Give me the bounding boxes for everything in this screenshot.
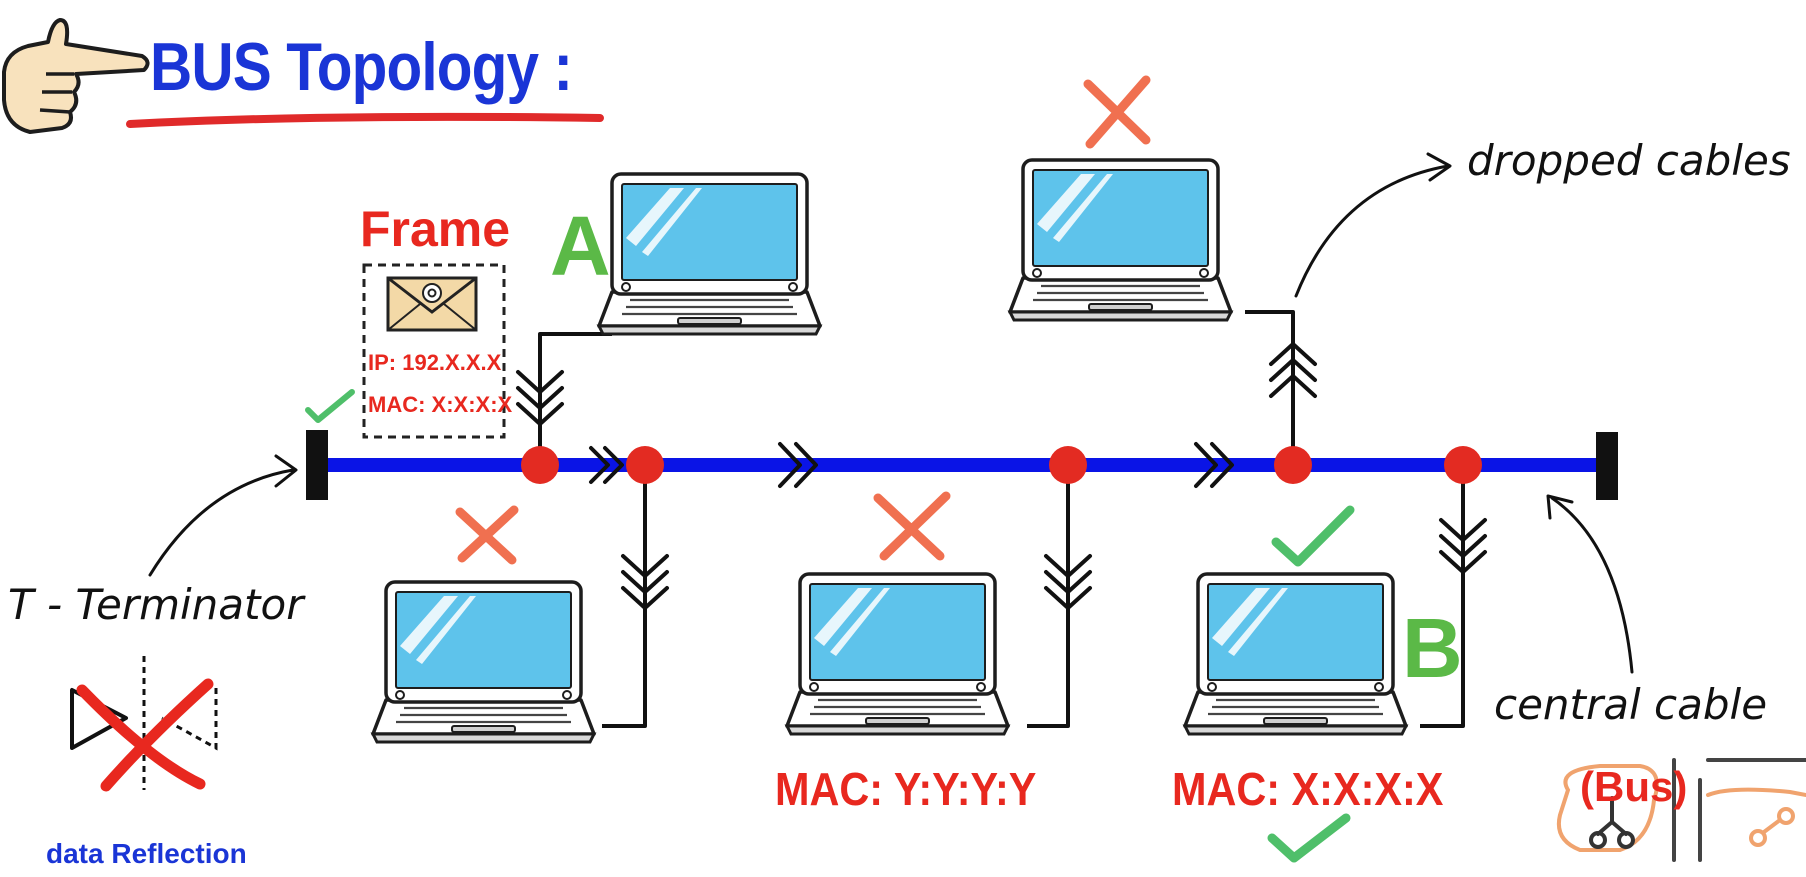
laptop-icon — [1183, 572, 1408, 736]
drop-cable-top-right — [1245, 310, 1295, 465]
cross-mark-icon — [455, 505, 519, 565]
diagram-title: BUS Topology : — [150, 29, 573, 105]
envelope-icon — [386, 276, 478, 332]
check-mark-icon — [1267, 813, 1351, 863]
check-mark-icon — [305, 389, 355, 423]
junction-node — [1444, 446, 1482, 484]
network-logo-icon — [1557, 758, 1806, 862]
central-cable-arrow — [1546, 494, 1634, 674]
direction-chevrons — [516, 342, 1487, 610]
frame-title: Frame — [360, 201, 511, 257]
terminator-icon — [70, 656, 218, 792]
data-reflection-label: data Reflection — [46, 838, 247, 869]
mac-label-laptop-y: MAC: Y:Y:Y:Y — [775, 763, 1037, 815]
frame-mac-label: MAC: X:X:X:X — [368, 392, 513, 417]
dropped-cables-arrow — [1294, 152, 1452, 298]
junction-node — [521, 446, 559, 484]
junction-node — [1049, 446, 1087, 484]
frame-box — [362, 263, 506, 439]
terminator-arrow — [148, 454, 298, 577]
mac-label-laptop-b: MAC: X:X:X:X — [1172, 763, 1444, 815]
junction-node — [626, 446, 664, 484]
cross-mark-icon — [1083, 75, 1151, 149]
drop-cable-bottom-left — [602, 465, 647, 728]
junction-nodes — [521, 446, 1482, 484]
terminator-note: T - Terminator — [8, 580, 304, 629]
laptop-icon — [597, 172, 822, 336]
bus-note: (Bus) — [1580, 763, 1688, 810]
annotation-arrows — [148, 152, 1634, 674]
drop-cables — [538, 310, 1465, 728]
laptop-icon — [371, 580, 596, 744]
cross-mark-icons — [455, 75, 1151, 565]
left-terminator — [306, 430, 328, 500]
laptop-a-label: A — [550, 199, 611, 293]
frame-ip-label: IP: 192.X.X.X — [368, 350, 502, 375]
laptop-icon — [1008, 158, 1233, 322]
central-cable-note: central cable — [1494, 680, 1768, 729]
cross-mark-icon — [873, 491, 951, 561]
dropped-cables-note: dropped cables — [1467, 136, 1791, 185]
junction-node — [1274, 446, 1312, 484]
check-mark-icons — [305, 389, 1355, 863]
check-mark-icon — [1271, 505, 1355, 567]
laptop-icon — [785, 572, 1010, 736]
right-terminator — [1596, 432, 1618, 500]
title-underline — [126, 112, 604, 128]
laptop-b-label: B — [1402, 601, 1463, 695]
drop-cable-b — [1420, 465, 1465, 728]
drop-cable-bottom-middle — [1027, 465, 1070, 728]
pointing-hand-icon — [2, 18, 150, 134]
